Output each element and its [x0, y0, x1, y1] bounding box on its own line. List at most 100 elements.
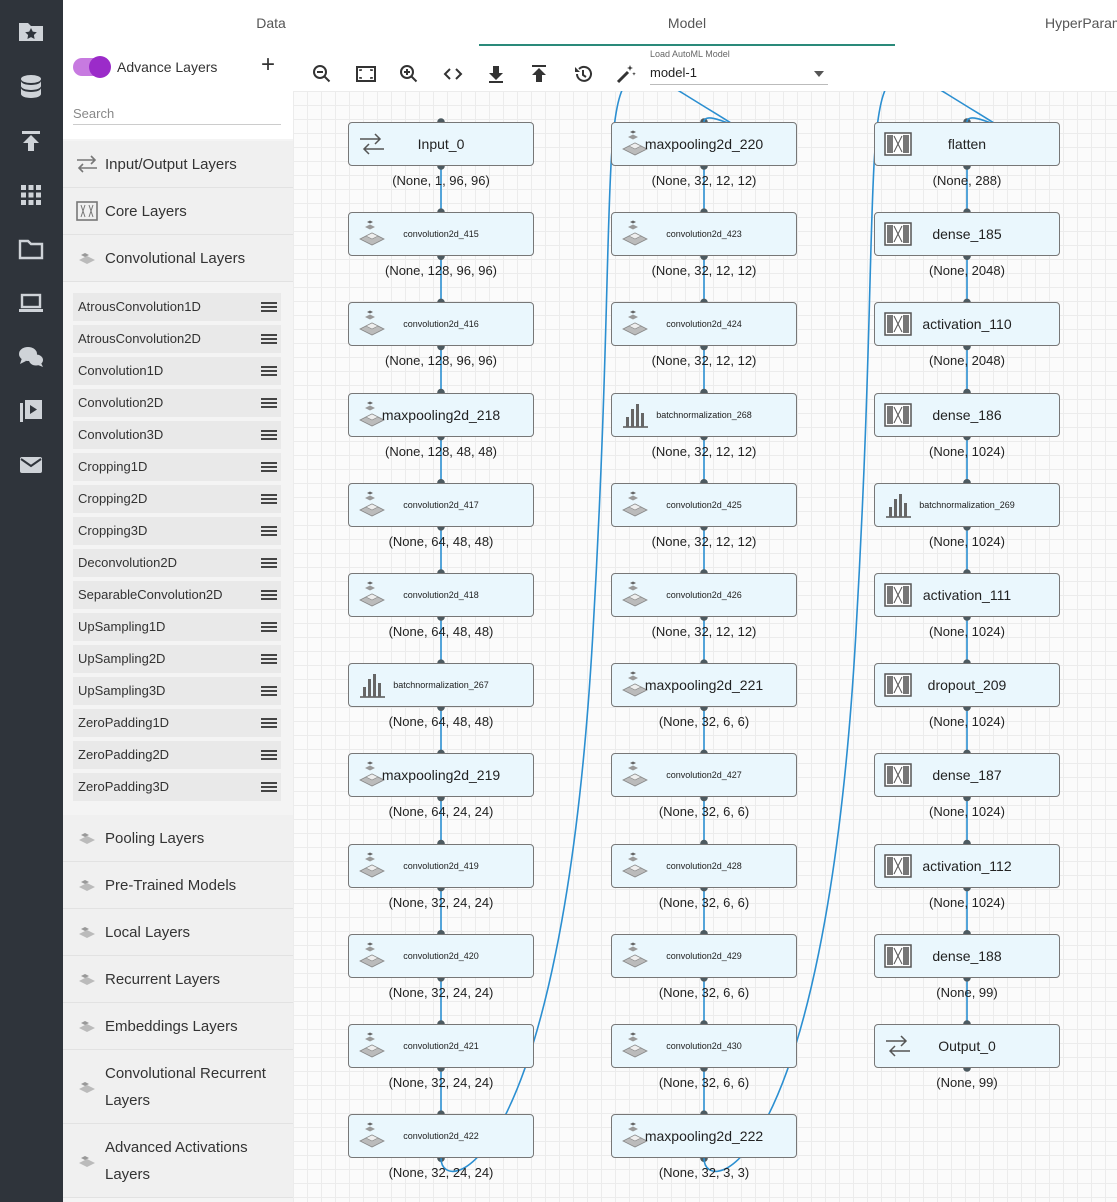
tab-hyperparam[interactable]: HyperParam	[1045, 15, 1117, 31]
fit-screen-icon[interactable]	[353, 61, 379, 87]
tab-model[interactable]: Model	[479, 0, 895, 46]
layer-item[interactable]: Cropping3D	[73, 517, 281, 545]
layer-node[interactable]: dense_185	[874, 212, 1060, 257]
layer-node[interactable]: maxpooling2d_219	[348, 753, 534, 798]
layer-node[interactable]: convolution2d_420	[348, 933, 534, 978]
layer-node[interactable]: dense_187	[874, 753, 1060, 798]
layer-node[interactable]: maxpooling2d_220	[611, 122, 797, 166]
layer-node[interactable]: activation_112	[874, 843, 1060, 888]
grid-icon[interactable]	[16, 180, 46, 210]
layer-node[interactable]: activation_111	[874, 573, 1060, 617]
drag-handle-icon[interactable]	[261, 590, 277, 600]
model-canvas[interactable]: Input_0(None, 1, 96, 96)convolution2d_41…	[293, 91, 1117, 1202]
drag-handle-icon[interactable]	[261, 366, 277, 376]
advance-layers-toggle[interactable]	[73, 56, 111, 78]
layer-node[interactable]: Input_0	[348, 122, 534, 166]
drag-handle-icon[interactable]	[261, 462, 277, 472]
layer-item[interactable]: SeparableConvolution2D	[73, 581, 281, 609]
drag-handle-icon[interactable]	[261, 782, 277, 792]
layer-item[interactable]: ZeroPadding1D	[73, 709, 281, 737]
layer-node[interactable]: convolution2d_421	[348, 1024, 534, 1068]
laptop-icon[interactable]	[16, 288, 46, 318]
folder-icon[interactable]	[16, 234, 46, 264]
layer-item[interactable]: Deconvolution2D	[73, 549, 281, 577]
layer-item[interactable]: AtrousConvolution2D	[73, 325, 281, 353]
category-recurrent-layers[interactable]: Recurrent Layers	[63, 956, 293, 1003]
drag-handle-icon[interactable]	[261, 686, 277, 696]
layer-node[interactable]: convolution2d_429	[611, 933, 797, 978]
drag-handle-icon[interactable]	[261, 718, 277, 728]
category-io-layers[interactable]: Input/Output Layers	[63, 141, 293, 188]
layer-item[interactable]: UpSampling2D	[73, 645, 281, 673]
layer-node[interactable]: batchnormalization_268	[611, 392, 797, 437]
zoom-in-icon[interactable]	[396, 61, 422, 87]
category-pretrained-models[interactable]: Pre-Trained Models	[63, 862, 293, 909]
drag-handle-icon[interactable]	[261, 558, 277, 568]
automl-model-select[interactable]: model-1	[650, 62, 828, 85]
drag-handle-icon[interactable]	[261, 494, 277, 504]
category-local-layers[interactable]: Local Layers	[63, 909, 293, 956]
drag-handle-icon[interactable]	[261, 334, 277, 344]
layer-node[interactable]: convolution2d_415	[348, 212, 534, 257]
category-core-layers[interactable]: Core Layers	[63, 188, 293, 235]
magic-wand-icon[interactable]	[613, 61, 639, 87]
layer-node[interactable]: maxpooling2d_222	[611, 1114, 797, 1159]
layer-node[interactable]: dense_188	[874, 933, 1060, 978]
drag-handle-icon[interactable]	[261, 430, 277, 440]
upload-icon[interactable]	[526, 61, 552, 87]
layer-node[interactable]: batchnormalization_267	[348, 663, 534, 708]
layer-node[interactable]: convolution2d_418	[348, 573, 534, 617]
layer-node[interactable]: activation_110	[874, 302, 1060, 347]
layer-node[interactable]: convolution2d_426	[611, 573, 797, 617]
category-pooling-layers[interactable]: Pooling Layers	[63, 815, 293, 862]
layer-node[interactable]: convolution2d_417	[348, 482, 534, 527]
layer-item[interactable]: ZeroPadding3D	[73, 773, 281, 801]
layer-node[interactable]: convolution2d_423	[611, 212, 797, 257]
layer-node[interactable]: batchnormalization_269	[874, 482, 1060, 527]
play-icon[interactable]	[16, 396, 46, 426]
layer-node[interactable]: convolution2d_430	[611, 1024, 797, 1068]
layer-item[interactable]: Convolution3D	[73, 421, 281, 449]
layer-item[interactable]: Convolution1D	[73, 357, 281, 385]
search-input[interactable]	[73, 102, 281, 125]
star-folder-icon[interactable]	[16, 16, 46, 46]
code-icon[interactable]	[440, 61, 466, 87]
layer-node[interactable]: maxpooling2d_218	[348, 392, 534, 437]
layer-node[interactable]: convolution2d_422	[348, 1114, 534, 1159]
history-icon[interactable]	[570, 61, 596, 87]
drag-handle-icon[interactable]	[261, 526, 277, 536]
layer-node[interactable]: convolution2d_428	[611, 843, 797, 888]
layer-node[interactable]: dropout_209	[874, 663, 1060, 708]
layer-node[interactable]: convolution2d_419	[348, 843, 534, 888]
layer-node[interactable]: convolution2d_425	[611, 482, 797, 527]
drag-handle-icon[interactable]	[261, 398, 277, 408]
category-conv-layers[interactable]: Convolutional Layers	[63, 235, 293, 282]
drag-handle-icon[interactable]	[261, 750, 277, 760]
category-embeddings-layers[interactable]: Embeddings Layers	[63, 1003, 293, 1050]
add-layer-button[interactable]: +	[261, 51, 276, 78]
layer-node[interactable]: dense_186	[874, 392, 1060, 437]
layer-node[interactable]: convolution2d_427	[611, 753, 797, 798]
download-icon[interactable]	[483, 61, 509, 87]
layer-node[interactable]: convolution2d_416	[348, 302, 534, 347]
layer-item[interactable]: ZeroPadding2D	[73, 741, 281, 769]
layer-item[interactable]: Cropping2D	[73, 485, 281, 513]
drag-handle-icon[interactable]	[261, 654, 277, 664]
layer-item[interactable]: Cropping1D	[73, 453, 281, 481]
zoom-out-icon[interactable]	[309, 61, 335, 87]
database-icon[interactable]	[16, 72, 46, 102]
layer-item[interactable]: AtrousConvolution1D	[73, 293, 281, 321]
chat-icon[interactable]	[16, 342, 46, 372]
layer-item[interactable]: UpSampling1D	[73, 613, 281, 641]
layer-node[interactable]: convolution2d_424	[611, 302, 797, 347]
layer-item[interactable]: Convolution2D	[73, 389, 281, 417]
mail-icon[interactable]	[16, 450, 46, 480]
layer-node[interactable]: Output_0	[874, 1024, 1060, 1068]
tab-data[interactable]: Data	[256, 15, 286, 31]
layer-node[interactable]: flatten	[874, 122, 1060, 166]
layer-node[interactable]: maxpooling2d_221	[611, 663, 797, 708]
drag-handle-icon[interactable]	[261, 622, 277, 632]
layer-item[interactable]: UpSampling3D	[73, 677, 281, 705]
drag-handle-icon[interactable]	[261, 302, 277, 312]
